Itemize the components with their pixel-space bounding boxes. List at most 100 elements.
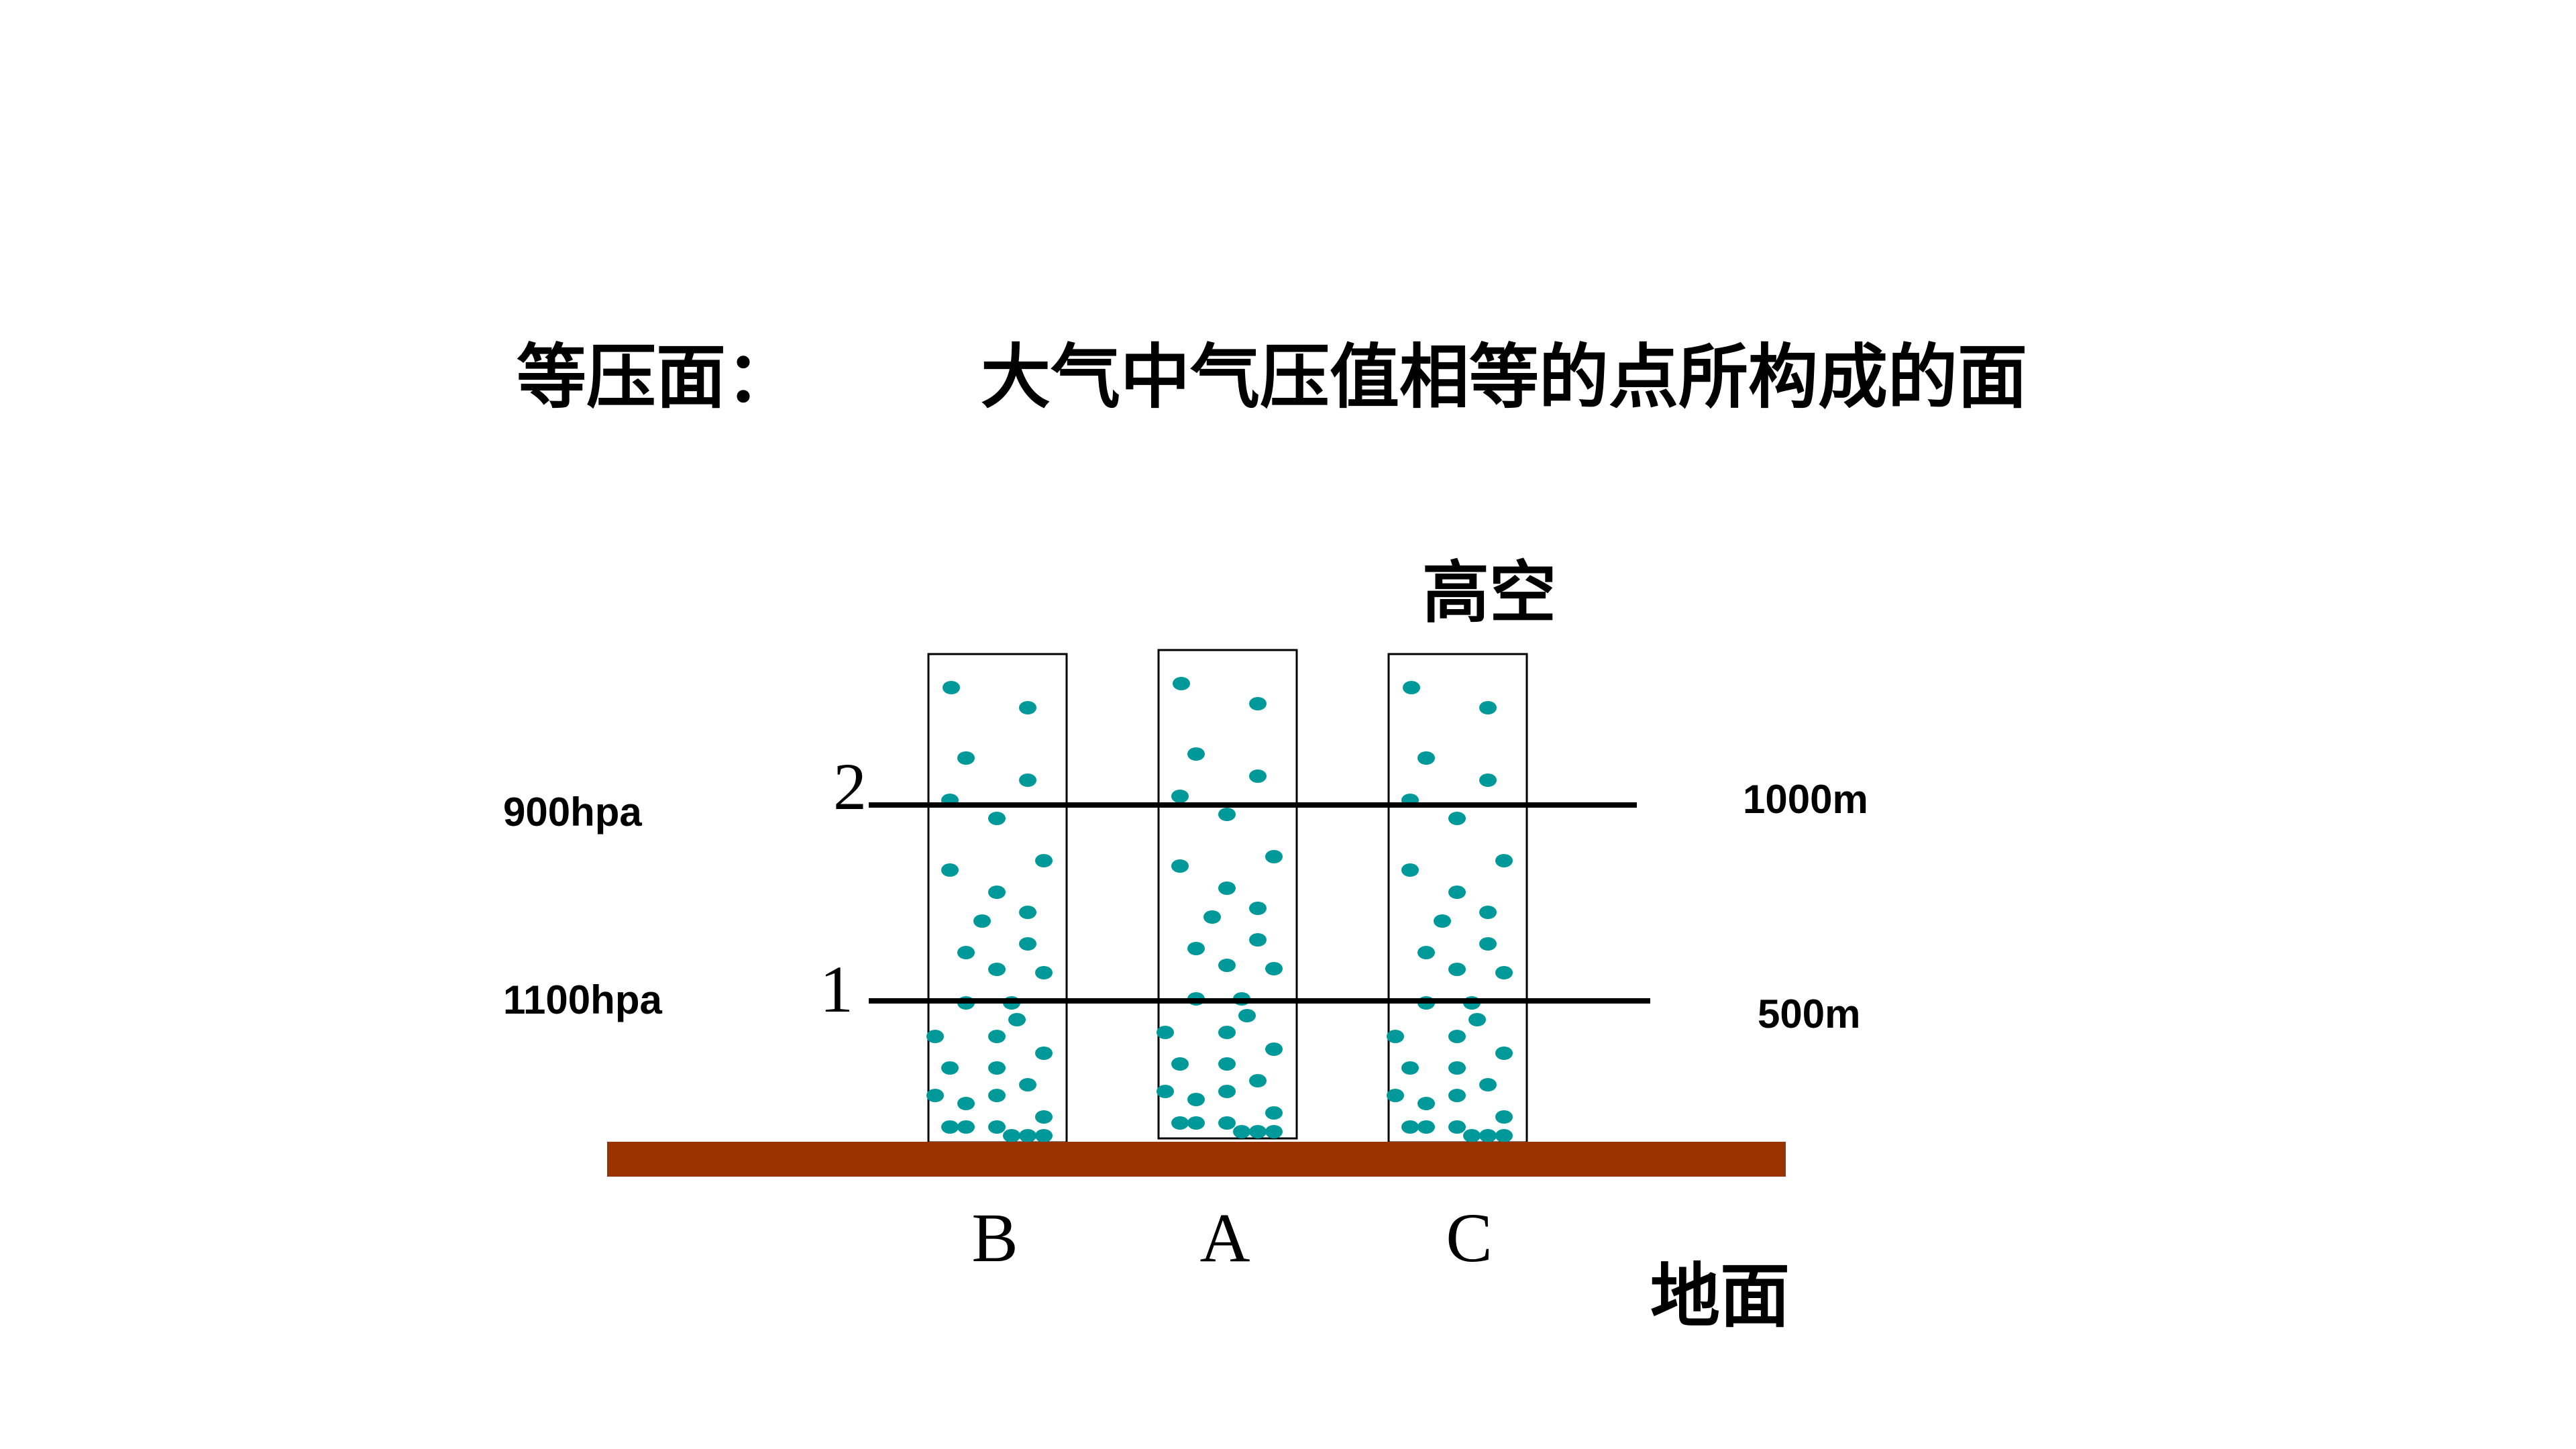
air-particle [1187,747,1205,761]
air-particle [1387,1030,1404,1043]
air-particle [1249,1125,1267,1138]
air-particle [1448,1030,1466,1043]
air-particle [973,914,991,928]
air-particle [1417,1097,1435,1110]
air-particle [1218,1085,1236,1098]
air-particle [1249,1074,1267,1087]
air-particle [1035,966,1053,979]
air-particle [988,812,1006,825]
air-particle [1019,1129,1036,1142]
air-particle [1157,1085,1174,1098]
air-particle [1448,812,1466,825]
air-particle [1187,942,1205,955]
air-particle [1265,1106,1283,1120]
column-label-a: A [1199,1199,1250,1277]
column-a [1157,649,1298,1140]
air-particle [1173,677,1190,690]
air-particle [1448,1120,1466,1134]
air-particle [1187,1093,1205,1106]
air-particle [1019,701,1036,714]
air-particle [941,1120,959,1134]
air-particle [941,863,959,877]
ground-bar [607,1142,1786,1177]
air-particle [1035,1129,1053,1142]
air-particle [1463,1129,1481,1142]
air-particle [1035,1046,1053,1060]
air-particle [1008,1013,1026,1026]
air-particle [988,1120,1006,1134]
air-particle [988,963,1006,976]
air-particles-a [1157,677,1283,1138]
air-particle [1434,914,1451,928]
air-particle [1495,1110,1513,1124]
air-particle [988,1089,1006,1102]
air-particle [1387,1089,1404,1102]
title-definition: 大气中气压值相等的点所构成的面 [981,336,2027,418]
pressure-label-900: 900hpa [503,790,642,835]
air-particle [1479,937,1497,951]
air-particle [1495,966,1513,979]
air-particle [1479,1078,1497,1091]
air-particle [1265,850,1283,863]
air-particle [1265,962,1283,975]
air-particle [1495,1046,1513,1060]
air-particle [1249,933,1267,947]
air-particle [1479,701,1497,714]
air-particle [1417,1120,1435,1134]
air-particle [1401,1061,1419,1075]
air-particle [1401,863,1419,877]
title-term: 等压面： [517,336,796,418]
column-label-b: B [971,1199,1018,1277]
air-particle [1448,885,1466,899]
air-particle [988,885,1006,899]
air-particle [1479,773,1497,787]
air-particle [957,1097,975,1110]
ground-label: 地面 [1650,1255,1790,1337]
air-particle [1249,697,1267,710]
air-particle [1171,1057,1189,1071]
air-particle [1233,1125,1250,1138]
air-particle [1003,1129,1020,1142]
air-particle [1448,1061,1466,1075]
pressure-label-1100: 1100hpa [503,977,662,1022]
air-particle [1218,1026,1236,1039]
air-particle [1448,963,1466,976]
air-particle [1218,959,1236,972]
air-particle [1401,1120,1419,1134]
air-particle [1218,808,1236,821]
air-particle [1035,854,1053,867]
air-particle [1171,1116,1189,1130]
air-particle [1448,1089,1466,1102]
air-particle [1495,1129,1513,1142]
air-particle [1249,769,1267,783]
height-label-500m: 500m [1758,991,1860,1036]
air-particle [1019,1078,1036,1091]
air-particle [1249,902,1267,915]
air-particle [1157,1026,1174,1039]
air-particle [1238,1009,1256,1022]
air-particle [1495,854,1513,867]
air-particle [1218,1057,1236,1071]
air-particle [957,946,975,959]
air-particle [943,681,960,694]
sky-label: 高空 [1422,553,1556,632]
air-particle [941,1061,959,1075]
air-particle [1019,773,1036,787]
air-particle [1403,681,1420,694]
air-particle [1171,790,1189,803]
air-particles-b [926,681,1053,1142]
air-particle [988,1030,1006,1043]
air-particle [1265,1042,1283,1056]
air-particle [1218,1116,1236,1130]
air-particle [1187,1116,1205,1130]
air-particle [1019,906,1036,919]
air-particle [1218,881,1236,895]
air-particle [1479,906,1497,919]
air-particle [1417,946,1435,959]
air-particle [1468,1013,1486,1026]
air-particle [926,1030,944,1043]
air-particles-c [1387,681,1513,1142]
air-particle [1035,1110,1053,1124]
air-particle [1203,910,1221,924]
